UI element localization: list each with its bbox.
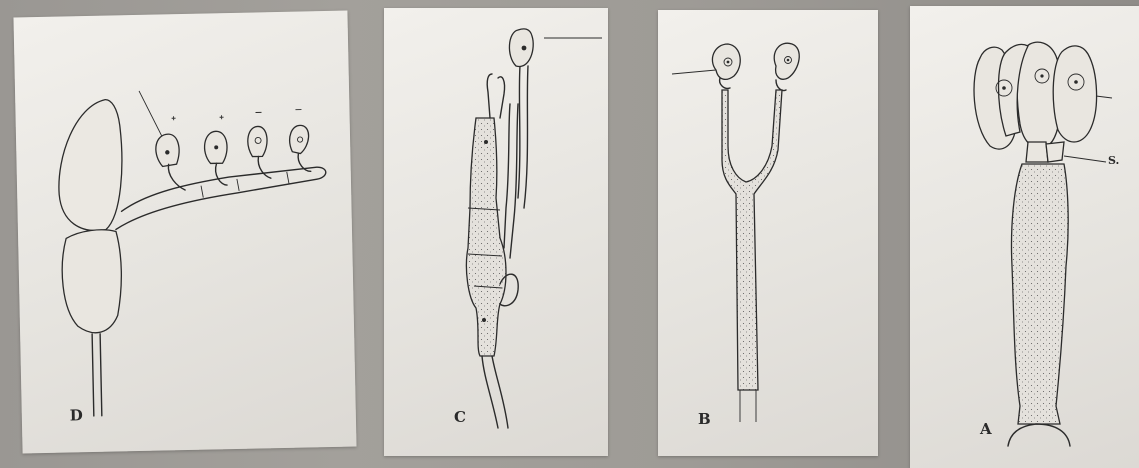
panel-d: D: [13, 11, 356, 454]
side-annotation-label: S.: [1108, 154, 1119, 167]
panel-d-label: D: [70, 406, 83, 424]
panel-c: C: [384, 8, 608, 456]
panel-a-illustration: [910, 6, 1139, 468]
panel-b: B: [658, 10, 878, 456]
panel-d-illustration: [13, 11, 356, 454]
panel-b-illustration: [658, 10, 878, 456]
panel-b-label: B: [698, 410, 711, 428]
panel-a-label: A: [980, 420, 992, 438]
panel-a: S. A: [910, 6, 1139, 468]
panel-c-illustration: [384, 8, 608, 456]
panel-c-label: C: [454, 408, 466, 426]
